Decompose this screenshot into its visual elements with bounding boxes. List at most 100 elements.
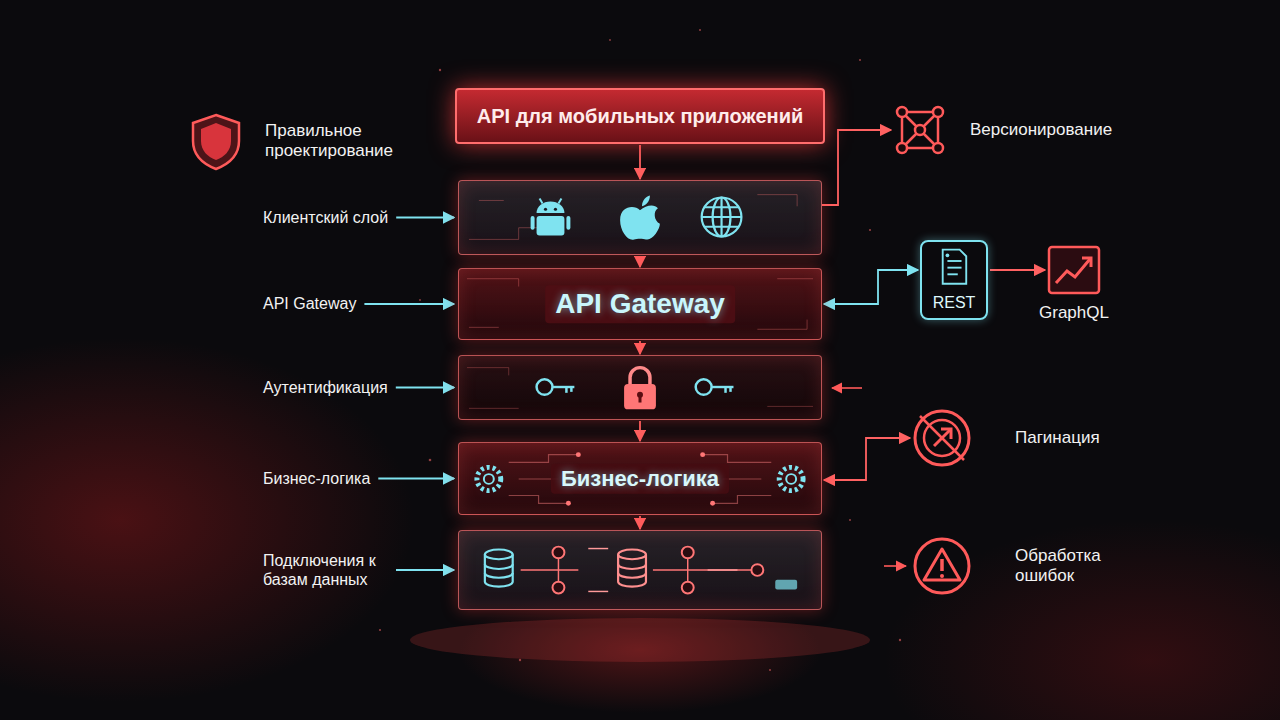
svg-circle: [933, 143, 943, 153]
svg-g: [469, 195, 797, 240]
svg-circle: [576, 452, 581, 457]
svg-rect: [624, 384, 656, 409]
svg-g: [618, 550, 646, 587]
client-layer: Клиентский слой: [458, 180, 822, 255]
svg-circle: [940, 574, 944, 578]
connector-arrow: [824, 270, 918, 304]
svg-path: [767, 406, 813, 407]
versioning-icon: Версионирование: [893, 103, 947, 157]
svg-circle: [544, 208, 547, 211]
svg-g: [943, 250, 967, 284]
svg-circle: [779, 467, 803, 490]
node-label: Аутентификация: [263, 378, 388, 397]
svg-rect: [531, 216, 535, 230]
svg-circle: [552, 547, 564, 559]
node-label: Бизнес-логика: [263, 469, 370, 488]
svg-line: [940, 559, 944, 571]
svg-path: [618, 564, 646, 569]
connector-arrow: [639, 145, 641, 179]
svg-line: [947, 267, 961, 269]
svg-line: [724, 387, 726, 393]
leader-arrow: [396, 217, 454, 219]
svg-line: [720, 198, 722, 237]
connector-arrow: [824, 438, 910, 480]
svg-path: [777, 278, 813, 279]
svg-path: [485, 573, 513, 578]
error-icon: Обработка ошибок: [912, 536, 972, 596]
svg-path: [757, 195, 797, 207]
leader-arrow: [378, 478, 454, 480]
network-icon: [893, 103, 947, 157]
svg-circle: [946, 253, 950, 257]
svg-path: [469, 327, 499, 328]
layer-title: API Gateway: [545, 285, 735, 323]
svg-polyline: [941, 429, 951, 439]
svg-line: [902, 112, 938, 148]
pagination-icon: [912, 408, 972, 468]
node-label: Правильное проектирование: [265, 121, 415, 162]
svg-path: [924, 549, 960, 580]
svg-circle: [702, 198, 742, 237]
auth-layer: Аутентификация: [458, 355, 822, 420]
auth-icon: [459, 356, 821, 419]
svg-circle: [554, 208, 557, 211]
svg-circle: [915, 411, 969, 465]
leader-arrow: [396, 569, 454, 571]
svg-path: [485, 554, 513, 586]
svg-rect: [775, 580, 797, 590]
connector-arrow: [990, 269, 1045, 271]
svg-path: [485, 564, 513, 569]
svg-g: [897, 107, 943, 153]
svg-circle: [710, 501, 715, 506]
svg-circle: [484, 474, 494, 484]
svg-circle: [609, 39, 611, 41]
svg-circle: [696, 379, 712, 395]
connector-arrow: [639, 421, 641, 441]
svg-g: [467, 279, 813, 330]
svg-circle: [869, 229, 871, 231]
svg-circle: [859, 59, 861, 61]
svg-circle: [897, 107, 907, 117]
svg-line: [588, 548, 608, 549]
svg-line: [902, 112, 938, 148]
svg-rect: [639, 396, 642, 403]
svg-path: [467, 279, 519, 287]
connector-arrow: [639, 516, 641, 529]
svg-path: [618, 554, 646, 586]
svg-circle: [933, 107, 943, 117]
svg-path: [201, 123, 231, 160]
auth-pointer: [832, 387, 862, 389]
svg-path: [479, 200, 504, 201]
svg-circle: [915, 539, 969, 593]
svg-circle: [700, 452, 705, 457]
svg-polyline: [1056, 259, 1090, 283]
node-label: Обработка ошибок: [1015, 546, 1135, 587]
svg-path: [193, 115, 239, 169]
svg-g: [620, 196, 660, 240]
svg-line: [540, 199, 543, 204]
error-pointer: [884, 565, 906, 567]
svg-circle: [566, 501, 571, 506]
svg-g: [552, 547, 763, 594]
connector-arrow: [822, 130, 891, 205]
svg-path: [713, 496, 772, 504]
svg-circle: [769, 669, 771, 671]
svg-line: [558, 199, 561, 204]
node-label: API Gateway: [263, 294, 356, 313]
svg-path: [509, 496, 569, 504]
svg-line: [947, 273, 957, 275]
node-label: Пагинация: [1015, 428, 1100, 448]
svg-path: [620, 205, 660, 239]
leader-arrow: [396, 387, 454, 389]
svg-circle: [897, 143, 907, 153]
db-icon: [459, 531, 821, 609]
svg-line: [934, 429, 951, 446]
shield-callout: Правильное проектирование: [190, 112, 242, 170]
svg-path: [509, 455, 579, 463]
svg-g: [531, 199, 571, 236]
chart-icon: [1047, 245, 1101, 295]
node-label: REST: [922, 293, 986, 312]
rest-box: REST: [920, 240, 988, 320]
pagination-icon: Пагинация: [912, 408, 972, 468]
particles: [379, 29, 901, 671]
